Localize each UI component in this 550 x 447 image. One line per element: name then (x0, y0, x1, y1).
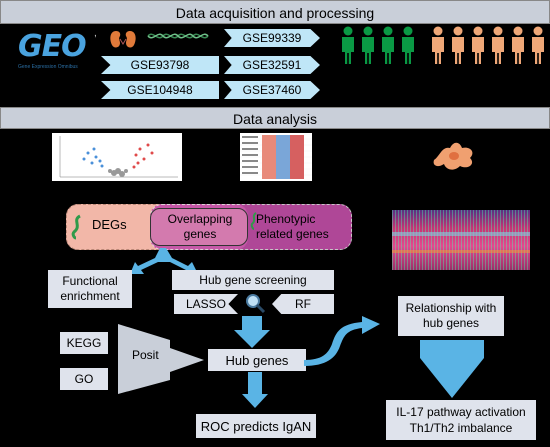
dataset-gse104948: GSE104948 (101, 81, 219, 99)
patient-group-icon (342, 26, 414, 64)
venn-overlap-label: Overlapping genes (167, 212, 233, 241)
posit-label: Posit (132, 348, 159, 362)
section-header-analysis: Data analysis (0, 107, 550, 129)
dataset-gse32591: GSE32591 (224, 56, 320, 74)
geo-logo-subtitle: Gene Expression Omnibus (18, 64, 78, 70)
hub-down-arrow (242, 372, 268, 408)
il17-outcome-box: IL-17 pathway activation Th1/Th2 imbalan… (386, 400, 536, 440)
go-box: GO (60, 368, 108, 390)
dataset-gse99339: GSE99339 (224, 29, 320, 47)
phenotype-dna-icon (250, 212, 257, 230)
geo-logo-text: GEO (18, 29, 87, 64)
hub-gene-screening-box: Hub gene screening (172, 270, 334, 290)
dataset-gse93798: GSE93798 (101, 56, 219, 74)
venn-phenotypic-label: Phenotypic related genes (256, 212, 329, 241)
geo-logo: GEO Gene Expression Omnibus (18, 30, 90, 72)
relationship-box: Relationship with hub genes (398, 296, 504, 336)
lasso-box: LASSO (174, 294, 238, 314)
hub-to-relationship-arrow (304, 316, 380, 366)
degs-dna-icon (71, 214, 81, 240)
section-header-acquisition: Data acquisition and processing (0, 0, 550, 24)
screening-down-arrow (234, 316, 270, 348)
venn-overlap-region (150, 208, 248, 246)
functional-enrichment-box: Functional enrichment (48, 270, 132, 308)
dna-icon (147, 33, 209, 39)
cell-icon (433, 142, 473, 170)
venn-split-arrows (130, 248, 198, 274)
people-icons (342, 26, 544, 64)
kegg-box: KEGG (60, 332, 108, 354)
il17-pathway-label: IL-17 pathway activation (396, 405, 526, 419)
th-imbalance-label: Th1/Th2 imbalance (409, 421, 513, 435)
roc-box: ROC predicts IgAN (196, 414, 316, 438)
heatmap-thumbnail (240, 133, 312, 181)
kidney-dna-icons (110, 31, 209, 48)
control-group-icon (432, 26, 544, 64)
magnifier-icon (246, 294, 266, 314)
tick-mark-icon: , (94, 28, 97, 39)
volcano-plot-thumbnail (52, 133, 182, 181)
relationship-down-arrow (420, 340, 484, 398)
hub-genes-box: Hub genes (208, 349, 306, 371)
venn-degs-label: DEGs (92, 217, 127, 232)
posit-arrow (118, 324, 204, 394)
rf-box: RF (272, 294, 334, 314)
dataset-gse37460: GSE37460 (224, 81, 320, 99)
kidney-icon (110, 31, 136, 48)
immune-heatmap-thumbnail (392, 210, 530, 270)
